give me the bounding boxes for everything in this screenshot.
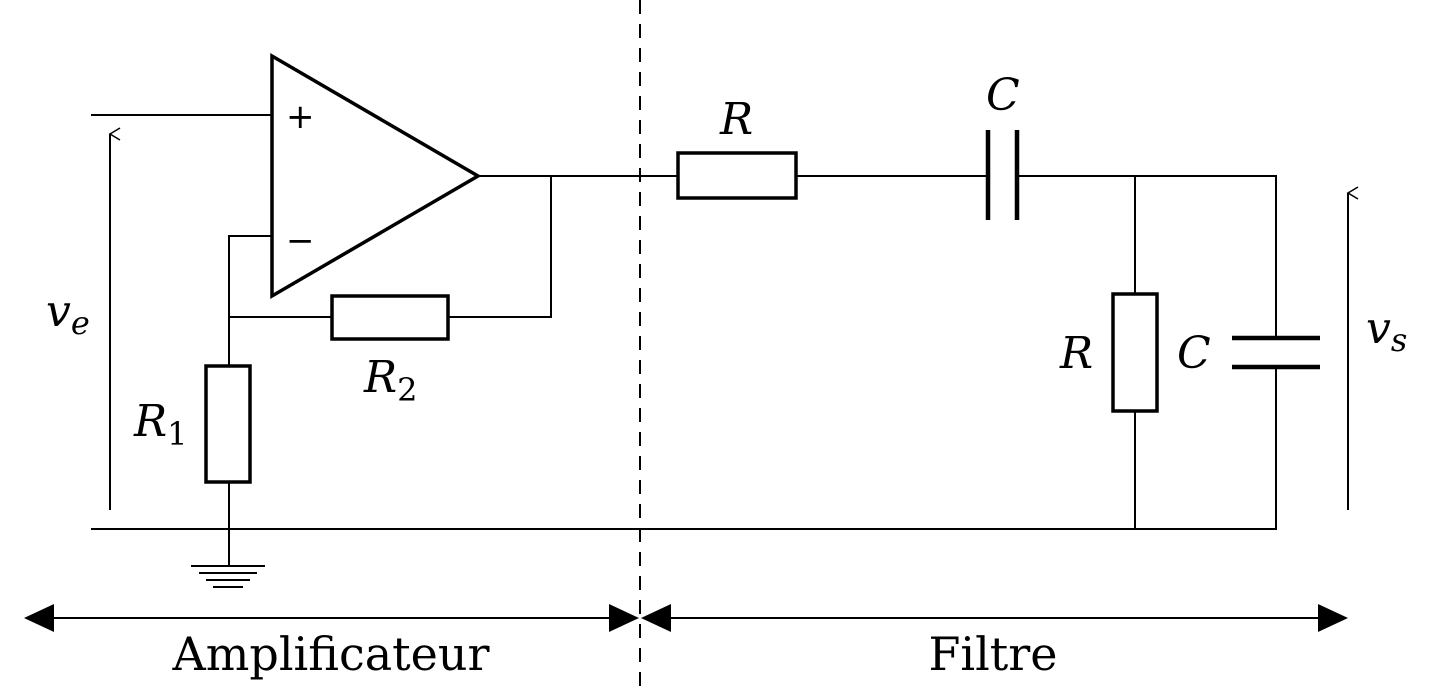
c-series-label: C bbox=[986, 70, 1020, 121]
section-label-filter: Filtre bbox=[928, 627, 1057, 681]
section-label-amplifier: Amplificateur bbox=[172, 627, 490, 681]
filter-span-arrow bbox=[641, 604, 1348, 632]
resistor-r2 bbox=[330, 294, 450, 341]
r2-label: R2 bbox=[363, 352, 418, 409]
opamp-triangle bbox=[270, 52, 482, 300]
opamp-plus-sign: + bbox=[286, 97, 315, 137]
r1-label: R1 bbox=[133, 396, 188, 453]
ground-icon bbox=[191, 565, 265, 588]
r-shunt-label: R bbox=[1059, 328, 1093, 379]
c-shunt-label: C bbox=[1177, 328, 1211, 379]
opamp-minus-sign: − bbox=[286, 221, 315, 261]
amplifier-span-arrow bbox=[24, 604, 639, 632]
input-voltage-label: ve bbox=[46, 286, 90, 342]
resistor-r1 bbox=[204, 364, 252, 484]
resistor-r-series bbox=[676, 151, 798, 200]
r-series-label: R bbox=[719, 94, 753, 145]
output-voltage-label: vs bbox=[1366, 303, 1407, 359]
resistor-r-shunt bbox=[1111, 292, 1159, 413]
